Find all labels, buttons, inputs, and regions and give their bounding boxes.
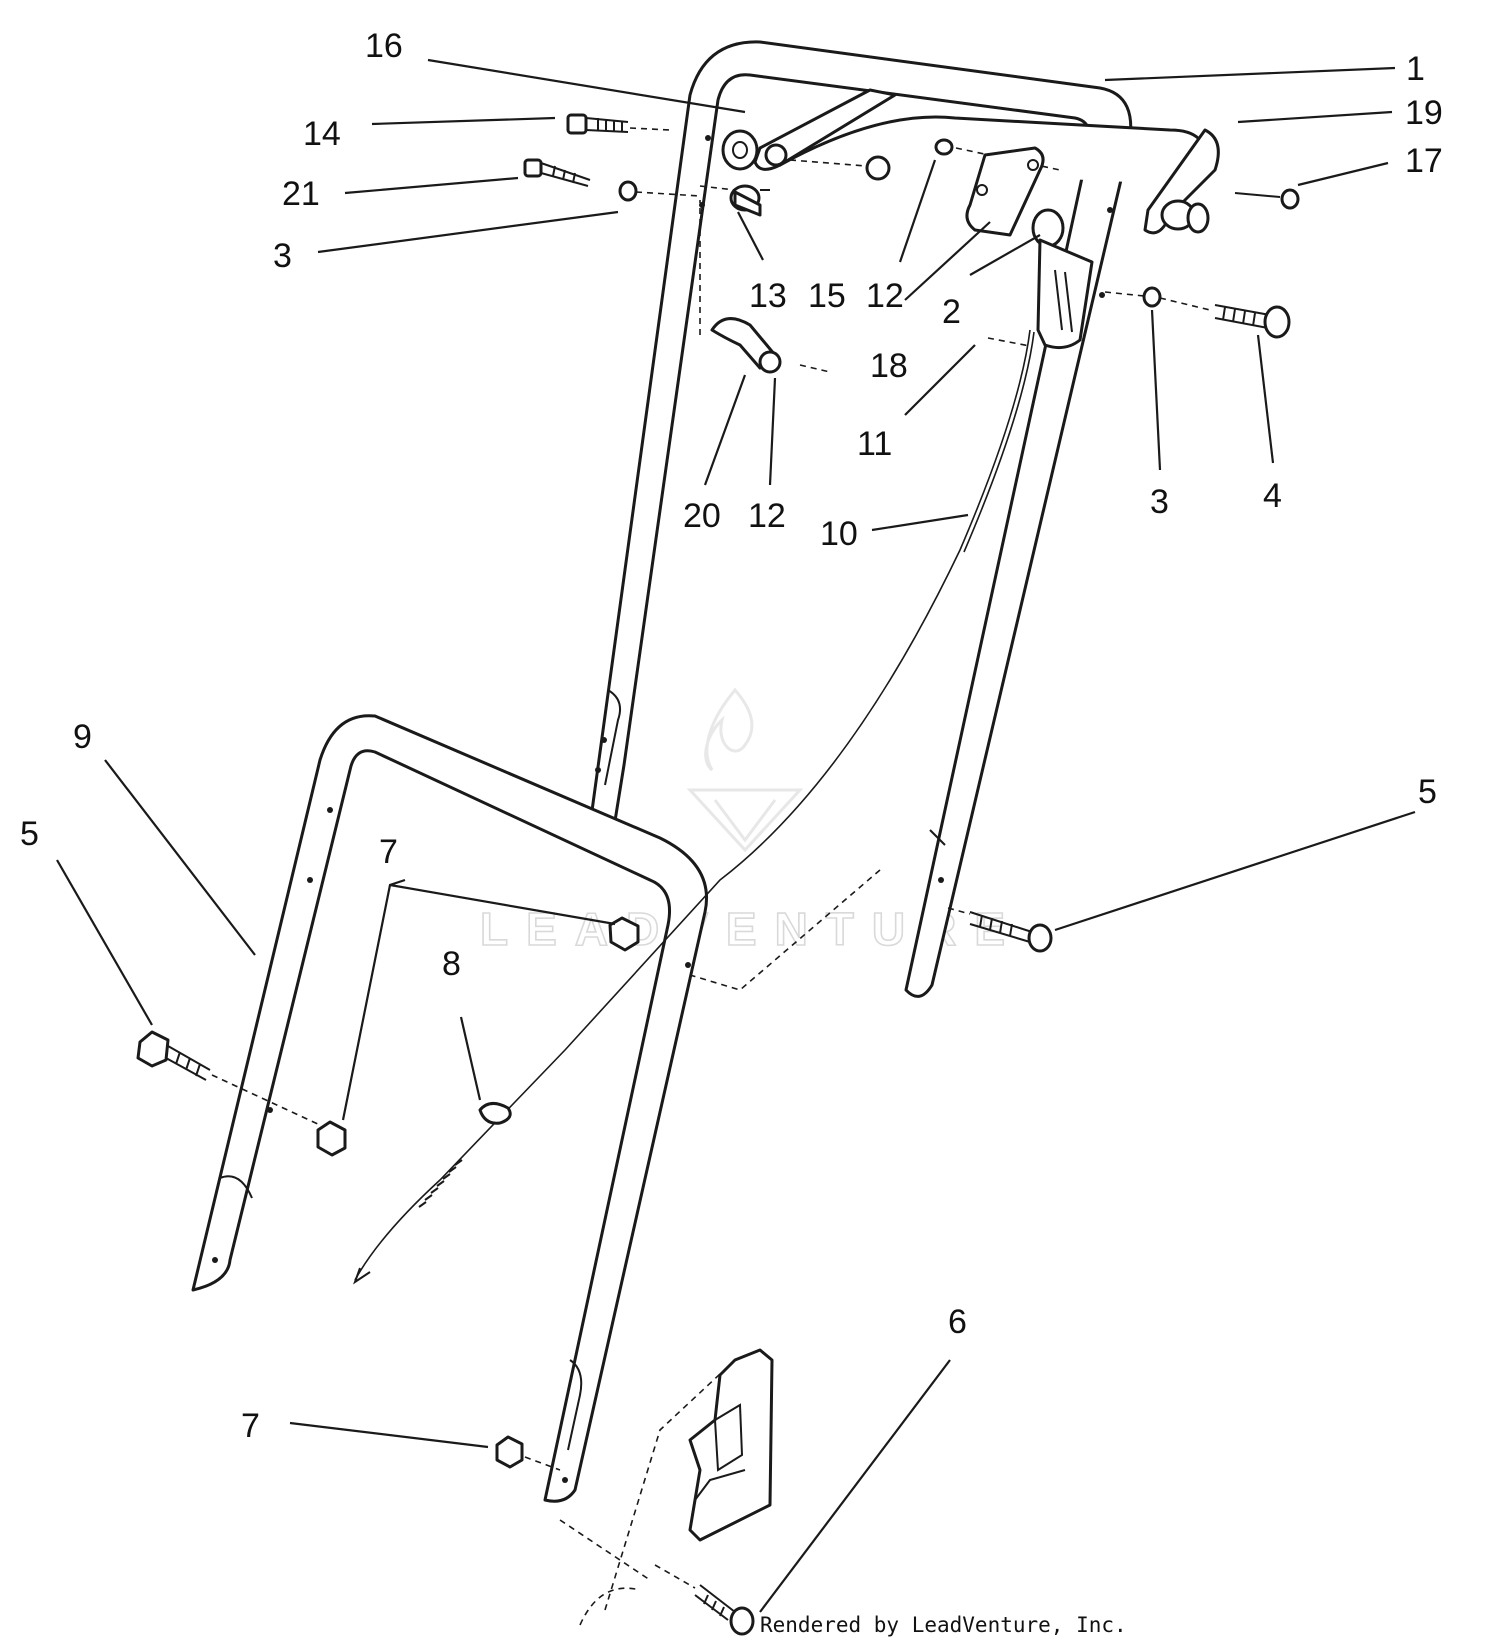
hardware: [136, 113, 1300, 1636]
lower-handle: [191, 714, 708, 1503]
bracket-18: [965, 146, 1045, 237]
callout-7-mid: 7: [379, 833, 398, 871]
screw-11: [987, 337, 1031, 347]
washer-3-left: [618, 180, 638, 202]
callout-20: 20: [683, 497, 721, 535]
callout-10: 10: [820, 515, 858, 553]
knob-2: [1031, 208, 1065, 248]
mounting-bracket: [559, 1348, 774, 1626]
cable-clip-20: [710, 317, 782, 374]
bolt-21: [523, 158, 591, 187]
nut-12-top: [934, 138, 954, 156]
bolt-5-left: [136, 1030, 321, 1126]
callout-8: 8: [442, 945, 461, 983]
clevis-13: [699, 184, 770, 217]
leader-lines: [56, 58, 1416, 1613]
cam-bracket: [1143, 128, 1220, 235]
callout-4: 4: [1263, 477, 1282, 515]
washer-3-right: [1142, 286, 1162, 308]
throttle-control: [1031, 208, 1094, 350]
bolt-5-right: [689, 869, 1053, 991]
callout-11: 11: [857, 425, 892, 463]
nut-7-mid: [608, 916, 640, 952]
bolt-4: [1214, 304, 1291, 339]
screw-17: [1234, 188, 1300, 210]
callout-5-left: 5: [20, 815, 39, 853]
bolt-14: [566, 113, 671, 135]
nut-7-bottom: [495, 1435, 524, 1469]
nut-15: [865, 155, 891, 181]
callout-1: 1: [1406, 50, 1425, 88]
callout-12-top: 12: [866, 277, 904, 315]
callout-18: 18: [870, 347, 908, 385]
callout-2: 2: [942, 293, 961, 331]
callout-9: 9: [73, 718, 92, 756]
link-arm-bar: [753, 88, 897, 171]
leadventure-flame-logo: [686, 687, 804, 853]
callout-14: 14: [303, 115, 341, 153]
callout-16: 16: [365, 27, 403, 65]
callout-12-mid: 12: [748, 497, 786, 535]
eyelet-16: [721, 129, 759, 171]
callout-6: 6: [948, 1303, 967, 1341]
callout-3-right: 3: [1150, 483, 1169, 521]
upper-handle-tube: [586, 40, 1133, 998]
callout-21: 21: [282, 175, 320, 213]
rendered-by-footer: Rendered by LeadVenture, Inc.: [760, 1613, 1127, 1637]
bracket-plate: [688, 1348, 774, 1542]
callout-3-top: 3: [273, 237, 292, 275]
callout-17: 17: [1405, 142, 1443, 180]
upper-handle: [586, 40, 1133, 998]
bolt-6: [654, 1564, 755, 1636]
cable-spring: [418, 1159, 463, 1208]
control-cable: [353, 329, 1035, 1285]
callout-5-right: 5: [1418, 773, 1437, 811]
callout-13: 13: [749, 277, 787, 315]
callout-7-bottom: 7: [241, 1407, 260, 1445]
nut-7-lower-left: [316, 1120, 347, 1157]
clip-8: [478, 1102, 512, 1125]
callout-19: 19: [1405, 94, 1443, 132]
callout-15: 15: [808, 277, 846, 315]
lower-handle-tube: [191, 714, 708, 1503]
callout-labels: 1 19 17 16 14 21 3 13 15 12 2 18 11 3 4 …: [20, 27, 1443, 1445]
